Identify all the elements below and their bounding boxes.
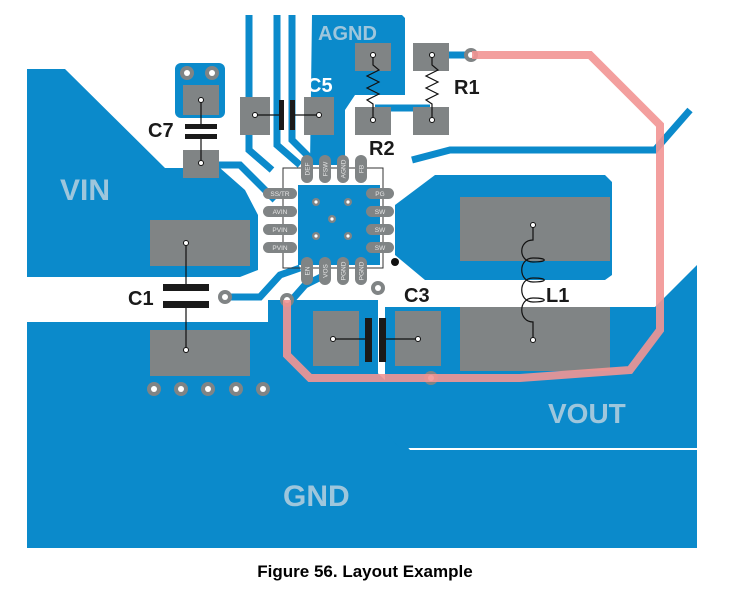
ic-pin-left-2: AVIN [263,206,297,217]
ic-pin-top-3: AGND [337,155,349,183]
ic-pin-bottom-1: EN [301,257,313,285]
ref-l1: L1 [546,285,569,307]
ic-pin-label: SW [375,245,386,252]
net-label-agnd: AGND [318,23,377,45]
ref-c5: C5 [307,75,333,97]
ic-pin-right-3: SW [366,224,394,235]
c1-pad-bottom [150,330,250,376]
symbol-endpoints [183,52,536,353]
ic-pin-label: PGND [358,261,365,280]
ic-thermal-pad [298,185,380,265]
ic-pin-label: PVIN [272,227,287,234]
net-label-gnd: GND [283,480,350,513]
via-hole [151,386,157,392]
ic-pin-top-4: FB [355,155,367,183]
ic-pin-label: DEF [304,162,311,175]
ic-pins-right: PG SW SW SW [366,188,394,253]
via-hole [184,70,190,76]
ref-c3: C3 [404,285,430,307]
ic-pin-label: PG [375,191,384,198]
via-hole [205,386,211,392]
ic-pin-label: VOS [322,263,329,277]
ic-pin-label: SW [375,209,386,216]
via-hole [233,386,239,392]
via-hole [375,285,381,291]
ic-pin-label: AVIN [273,209,288,216]
l1-pad-top [460,197,610,261]
pin1-marker [391,258,399,266]
figure-caption: Figure 56. Layout Example [257,562,473,581]
ic-pin-bottom-2: VOS [319,257,331,285]
via-hole [222,294,228,300]
via-hole [209,70,215,76]
ic-pins-left: SS/TR AVIN PVIN PVIN [263,188,297,253]
ic-pin-label: PGND [340,261,347,280]
ic-pin-top-2: FSW [319,155,331,183]
ic-pin-left-4: PVIN [263,242,297,253]
ic-pin-left-3: PVIN [263,224,297,235]
ref-c7: C7 [148,120,174,142]
ic-pin-label: PVIN [272,245,287,252]
ic-pin-right-4: SW [366,242,394,253]
via-hole [178,386,184,392]
ic-pin-label: EN [304,266,311,275]
ic-pin-label: SW [375,227,386,234]
schematic-overlays [185,55,545,350]
net-label-vin: VIN [60,174,110,207]
ic-pin-bottom-3: PGND [337,257,349,285]
via-hole [260,386,266,392]
ic-pin-top-1: DEF [301,155,313,183]
ic-pin-label: SS/TR [270,191,289,198]
net-label-vout: VOUT [548,398,626,429]
ref-r1: R1 [454,77,480,99]
ic-pin-label: AGND [340,159,347,178]
c1-pad-top [150,220,250,266]
vias [147,48,478,396]
ic-pin-label: FSW [322,161,329,176]
ref-c1: C1 [128,288,154,310]
feedback-trace-bottom-layer [283,51,664,382]
ic-pin-label: FB [358,165,365,173]
ic-pins-top: DEF FSW AGND FB [301,155,367,183]
ic-pin-bottom-4: PGND [355,257,367,285]
ref-r2: R2 [369,138,395,160]
ic-pins-bottom: EN VOS PGND PGND [301,257,367,285]
ic-outline [282,167,384,269]
ic-pin-right-2: SW [366,206,394,217]
ic-pin-right-1: PG [366,188,394,199]
capacitor-plates [163,100,386,362]
ic-pin-left-1: SS/TR [263,188,297,199]
